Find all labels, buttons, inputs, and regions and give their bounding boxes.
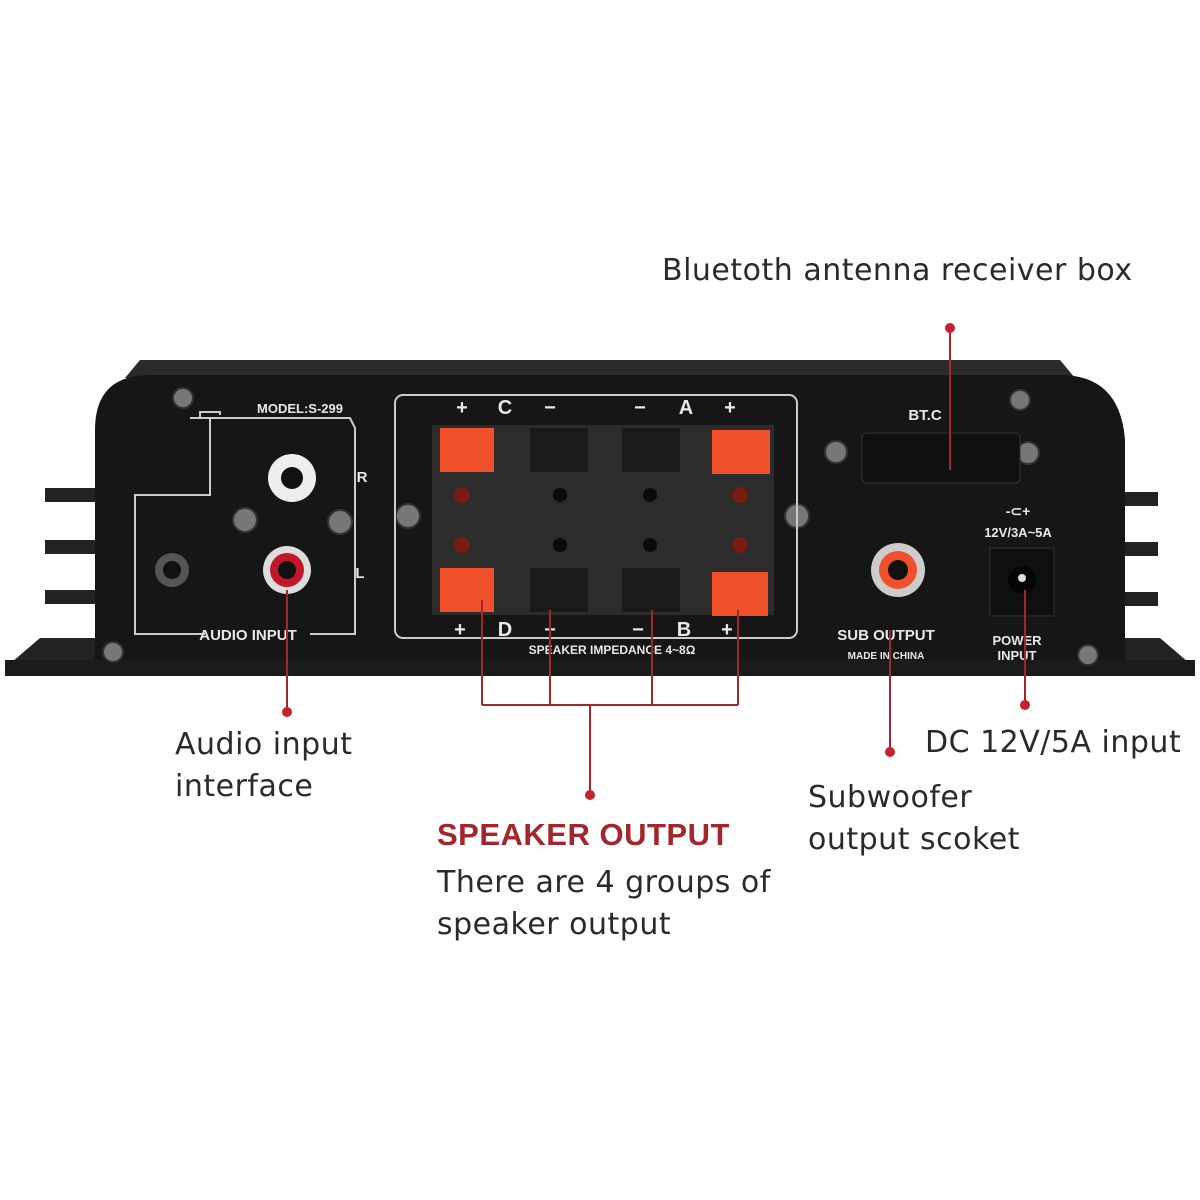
r-label: R [357,469,368,486]
svg-text:C: C [498,397,512,419]
power-input-label: POWER [992,633,1042,648]
svg-text:−: − [544,397,556,419]
power-rating-label: 12V/3A~5A [984,525,1052,540]
callout-dots [282,323,1030,800]
sub-output-label: SUB OUTPUT [837,627,935,644]
svg-text:A: A [679,397,693,419]
speaker-desc-2: speaker output [437,907,672,942]
dc-input-callout: DC 12V/5A input [925,725,1182,760]
speaker-desc-1: There are 4 groups of [437,865,771,900]
svg-text:D: D [498,619,512,641]
svg-text:+: + [721,619,733,641]
audio-input-callout-2: interface [175,769,314,804]
l-label: L [355,565,364,582]
bluetooth-antenna-box [861,432,1021,484]
svg-text:+: + [456,397,468,419]
svg-text:+: + [454,619,466,641]
dc-polarity-symbol: -⊂+ [1006,503,1031,519]
svg-text:+: + [724,397,736,419]
speaker-terminals[interactable] [440,428,770,616]
audio-input-panel-label: AUDIO INPUT [199,627,297,644]
bluetooth-callout: Bluetoth antenna receiver box [662,253,1133,288]
svg-text:B: B [677,619,691,641]
impedance-label: SPEAKER IMPEDANCE 4~8Ω [529,643,696,657]
subwoofer-callout-2: output scoket [808,822,1020,857]
model-label: MODEL:S-299 [257,401,343,416]
speaker-output-heading: SPEAKER OUTPUT [437,817,730,852]
audio-input-callout-1: Audio input [175,727,353,762]
top-terminal-labels: + C − − A + [456,397,736,419]
subwoofer-callout-1: Subwoofer [808,780,973,815]
power-input-label-2: INPUT [998,648,1037,663]
svg-text:−: − [634,397,646,419]
top-heatsink [125,360,1075,378]
svg-text:−: − [632,619,644,641]
callout-lines [286,328,1026,795]
btc-label: BT.C [908,407,942,424]
made-in-label: MADE IN CHINA [848,651,925,662]
